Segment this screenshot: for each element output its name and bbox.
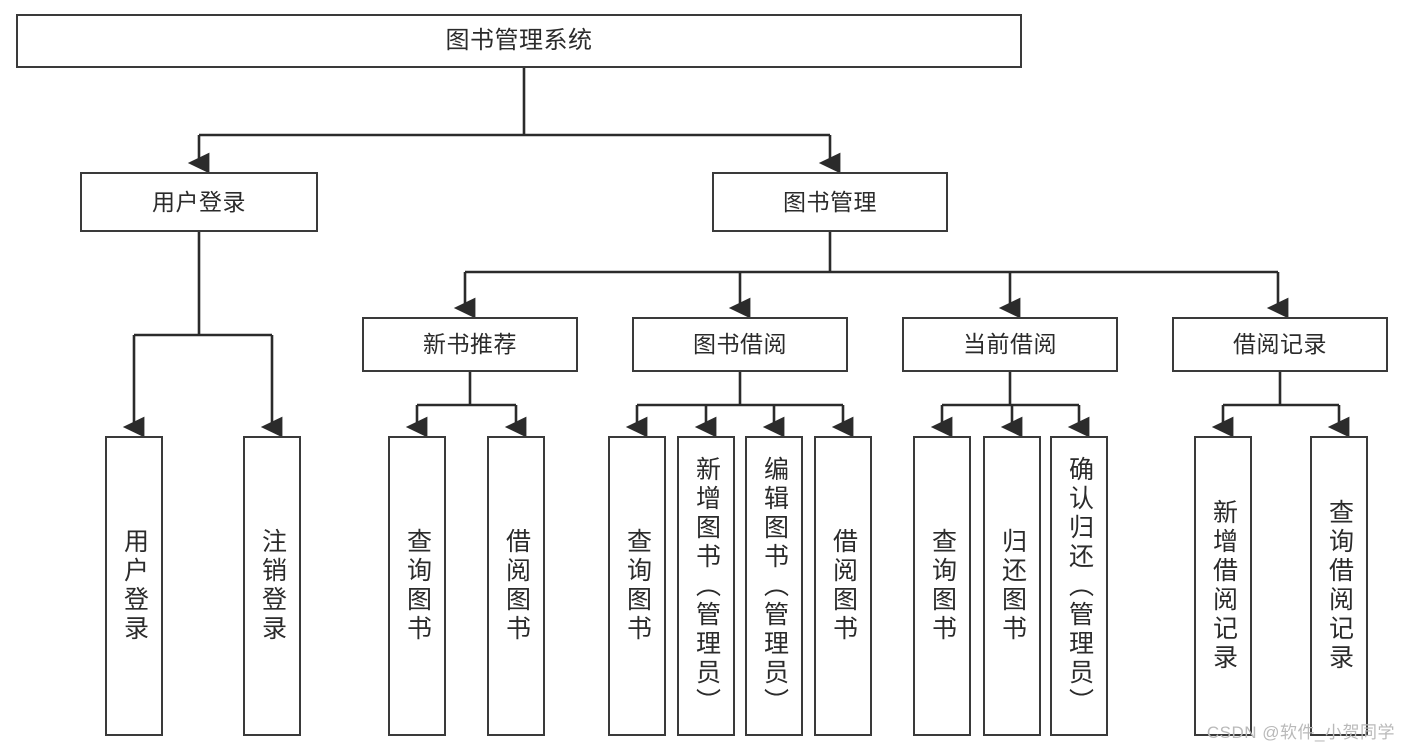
- leaf-leaf-add-record[interactable]: 新增借阅记录: [1194, 436, 1252, 736]
- leaf-label: 注销登录: [258, 528, 287, 644]
- node-current-borrow[interactable]: 当前借阅: [902, 317, 1118, 372]
- node-root-label: 图书管理系统: [445, 27, 593, 55]
- node-label: 图书管理: [783, 188, 877, 215]
- leaf-label: 借阅图书: [829, 528, 858, 644]
- leaf-label: 确认归还（管理员）: [1065, 455, 1094, 717]
- node-label: 新书推荐: [423, 331, 517, 358]
- leaf-label: 新增借阅记录: [1209, 499, 1238, 673]
- leaf-leaf-borrow-book-1[interactable]: 借阅图书: [487, 436, 545, 736]
- leaf-leaf-edit-book[interactable]: 编辑图书（管理员）: [745, 436, 803, 736]
- leaf-label: 查询借阅记录: [1325, 499, 1354, 673]
- watermark: CSDN @软件_小贺同学: [1206, 723, 1395, 742]
- node-book-borrow[interactable]: 图书借阅: [632, 317, 848, 372]
- leaf-label: 借阅图书: [502, 528, 531, 644]
- node-label: 用户登录: [152, 188, 246, 215]
- node-borrow-record[interactable]: 借阅记录: [1172, 317, 1388, 372]
- leaf-leaf-user-login[interactable]: 用户登录: [105, 436, 163, 736]
- leaf-label: 编辑图书（管理员）: [760, 455, 789, 717]
- node-root[interactable]: 图书管理系统: [16, 14, 1022, 68]
- leaf-label: 用户登录: [120, 528, 149, 644]
- leaf-leaf-confirm-return[interactable]: 确认归还（管理员）: [1050, 436, 1108, 736]
- leaf-label: 查询图书: [928, 528, 957, 644]
- leaf-label: 查询图书: [403, 528, 432, 644]
- leaf-label: 查询图书: [623, 528, 652, 644]
- leaf-leaf-query-book-2[interactable]: 查询图书: [608, 436, 666, 736]
- leaf-label: 归还图书: [998, 528, 1027, 644]
- node-label: 借阅记录: [1233, 331, 1327, 358]
- leaf-leaf-return-book[interactable]: 归还图书: [983, 436, 1041, 736]
- node-user-login[interactable]: 用户登录: [80, 172, 318, 232]
- leaf-leaf-query-book-3[interactable]: 查询图书: [913, 436, 971, 736]
- node-label: 当前借阅: [963, 331, 1057, 358]
- leaf-leaf-query-book-1[interactable]: 查询图书: [388, 436, 446, 736]
- leaf-leaf-logout[interactable]: 注销登录: [243, 436, 301, 736]
- leaf-leaf-query-record[interactable]: 查询借阅记录: [1310, 436, 1368, 736]
- node-new-book-recommend[interactable]: 新书推荐: [362, 317, 578, 372]
- leaf-leaf-add-book[interactable]: 新增图书（管理员）: [677, 436, 735, 736]
- leaf-leaf-borrow-book-2[interactable]: 借阅图书: [814, 436, 872, 736]
- node-book-manage[interactable]: 图书管理: [712, 172, 948, 232]
- leaf-label: 新增图书（管理员）: [692, 455, 721, 717]
- node-label: 图书借阅: [693, 331, 787, 358]
